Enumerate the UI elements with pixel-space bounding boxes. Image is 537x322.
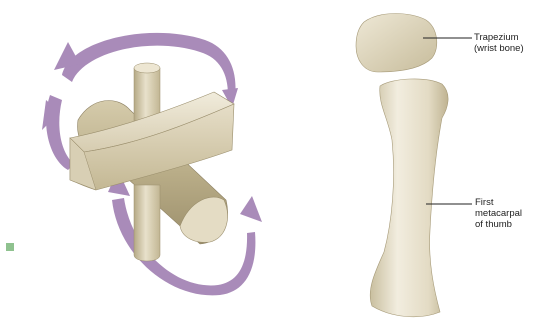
saddle-joint-model [70, 63, 234, 261]
vertical-axis-lower [134, 185, 160, 261]
metacarpal-label-line1: First [475, 197, 522, 208]
metacarpal-label: First metacarpal of thumb [475, 197, 522, 230]
trapezium-label: Trapezium (wrist bone) [474, 32, 524, 54]
first-metacarpal-bone [370, 79, 448, 317]
trapezium-label-line2: (wrist bone) [474, 43, 524, 54]
trapezium-label-line1: Trapezium [474, 32, 524, 43]
trapezium-bone [356, 14, 437, 73]
metacarpal-label-line3: of thumb [475, 219, 522, 230]
metacarpal-label-line2: metacarpal [475, 208, 522, 219]
green-square-marker [6, 243, 14, 251]
